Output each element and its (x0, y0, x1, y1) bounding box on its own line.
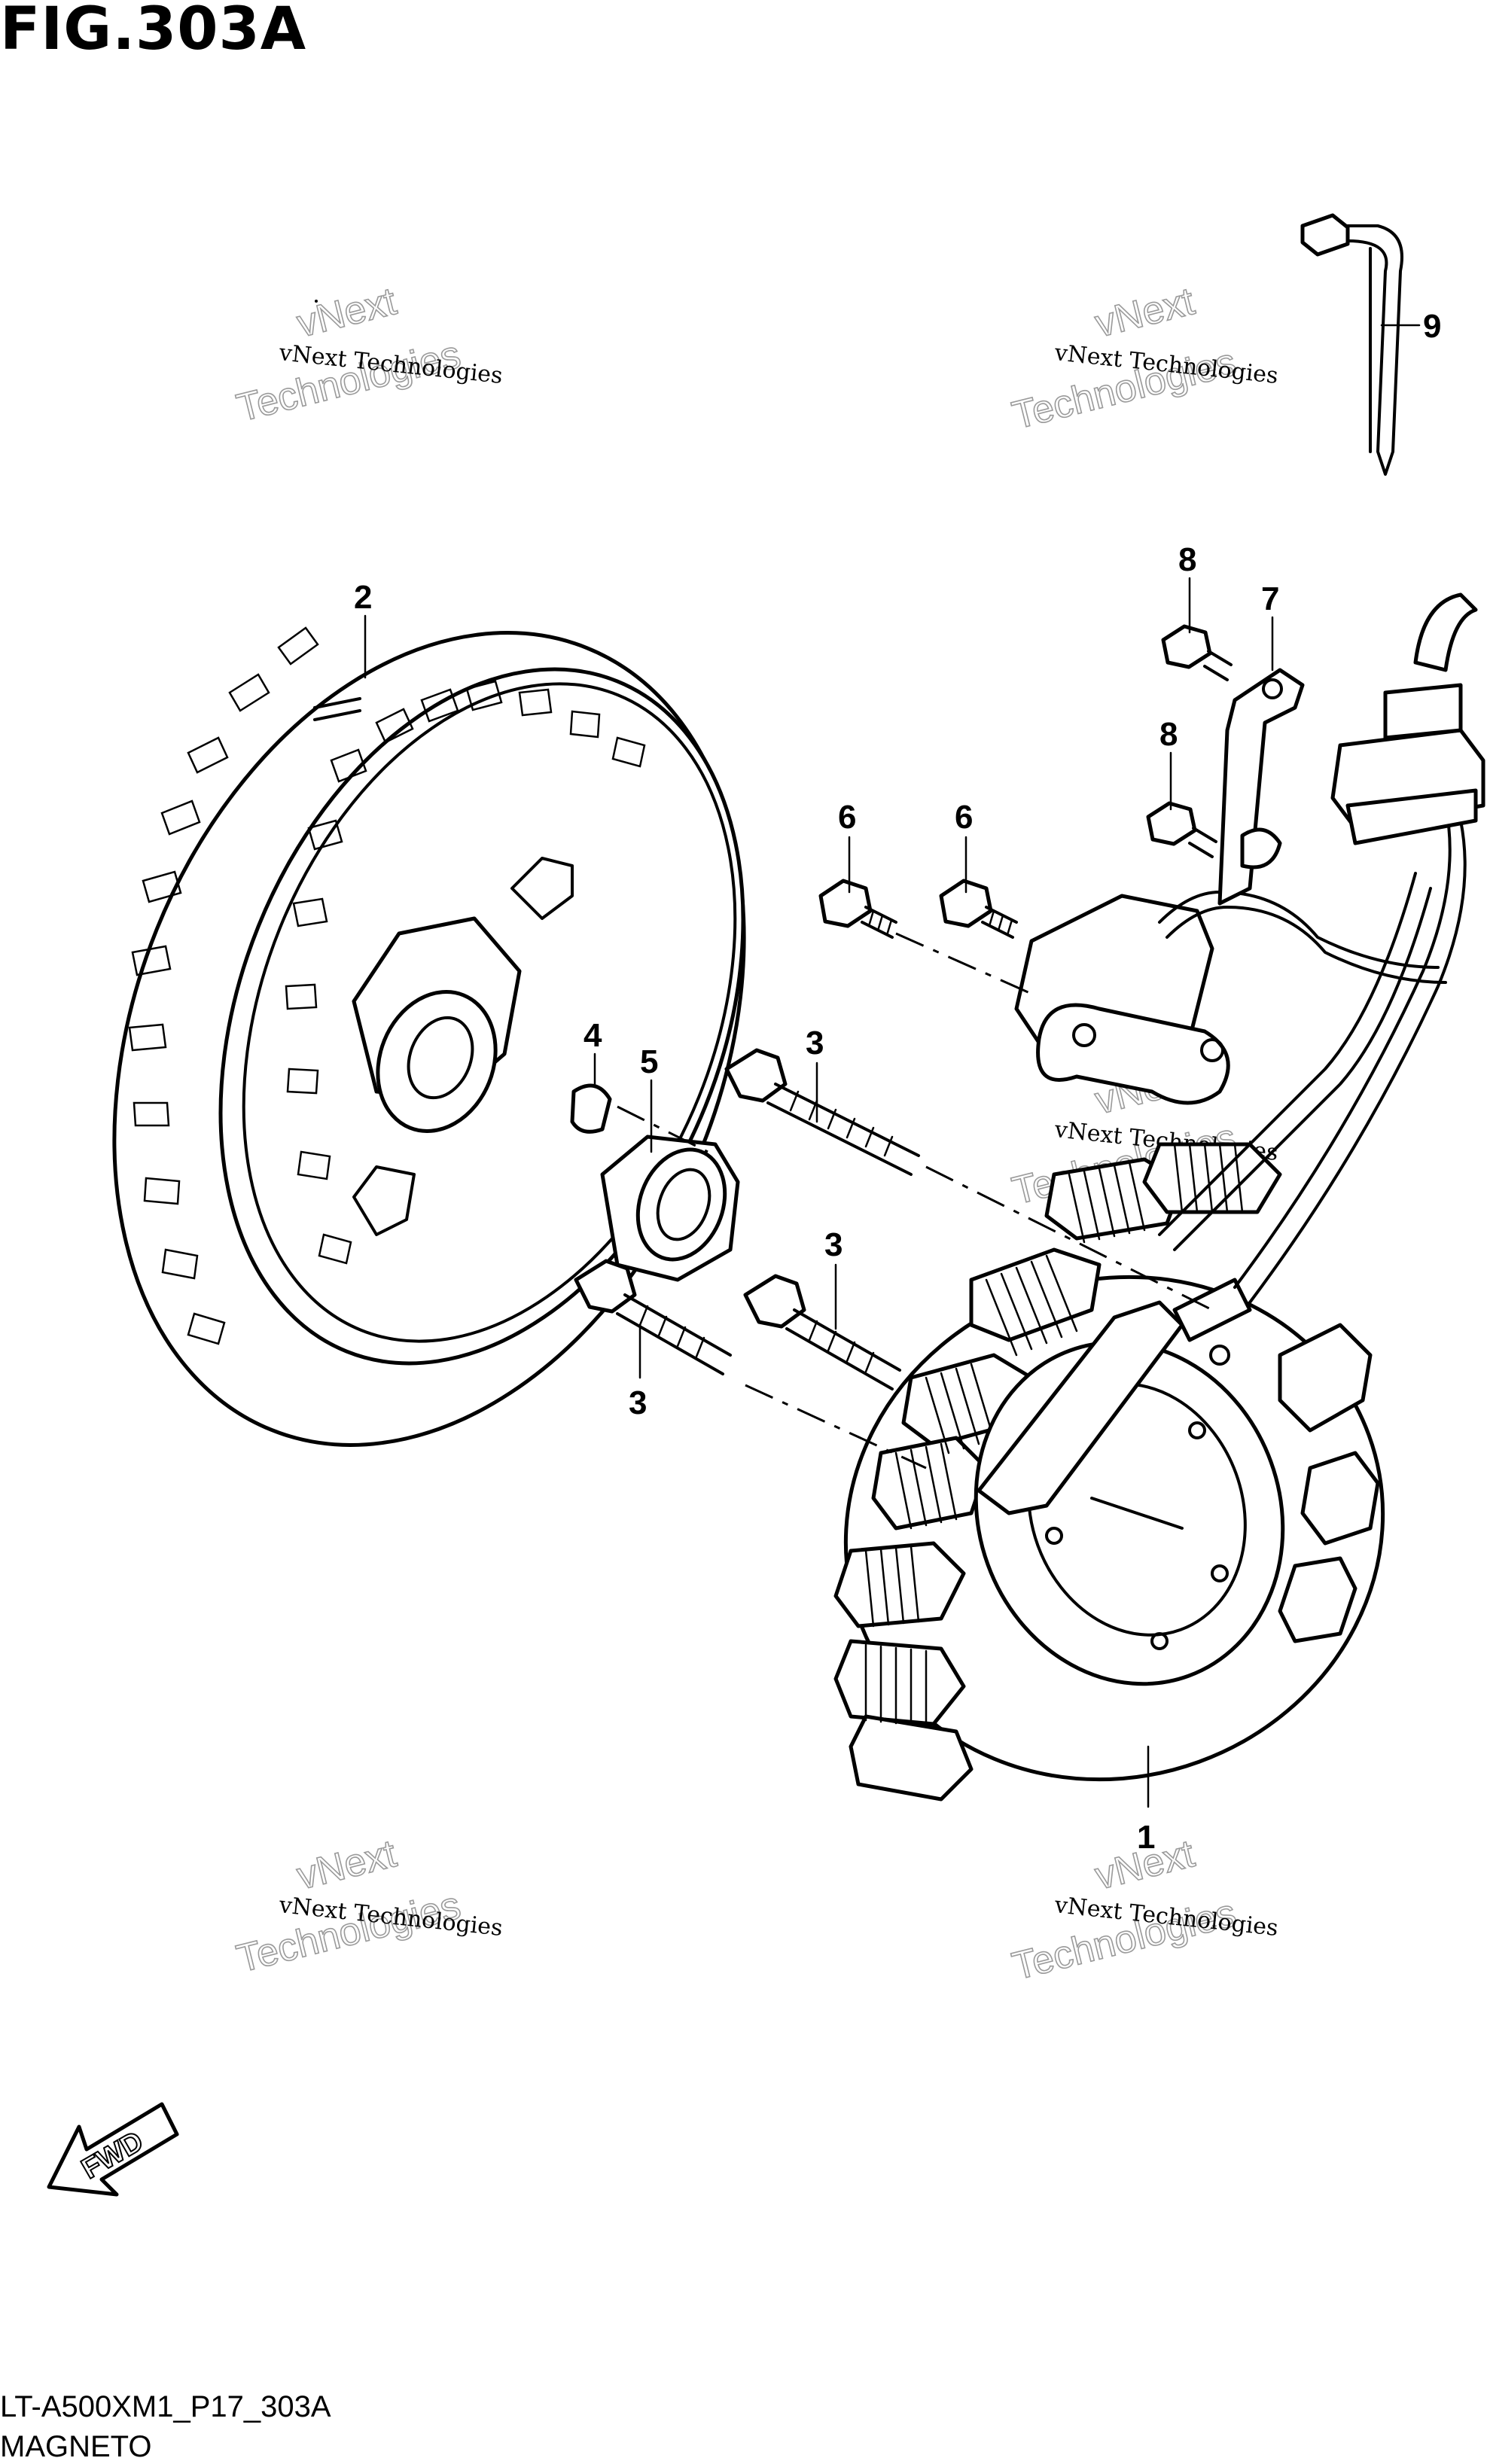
assembly-line-pickup (895, 932, 1032, 995)
woodruff-key (570, 1083, 612, 1134)
callout-9: 9 (1423, 308, 1441, 345)
wire-harness-lead (1300, 213, 1403, 476)
fwd-direction-arrow: FWD (47, 2102, 179, 2197)
rotor-nut (600, 1135, 740, 1282)
svg-text:vNext: vNext (1091, 279, 1199, 346)
watermark-top-right: vNext Technologies vNext Technologies (1007, 279, 1279, 438)
callout-8b: 8 (1159, 716, 1178, 753)
assembly-line-bolt-upper (925, 1165, 1213, 1311)
callout-2: 2 (354, 579, 372, 616)
pickup-screw-left (818, 879, 897, 939)
callout-1: 1 (1137, 1819, 1155, 1856)
stator-bolt-lower-left (574, 1259, 732, 1375)
callout-6a: 6 (838, 799, 856, 836)
figure-code: LT-A500XM1_P17_303A (0, 2390, 331, 2423)
stator-bolt-lower-right (743, 1274, 901, 1390)
section-name: MAGNETO (0, 2430, 152, 2463)
callout-4: 4 (584, 1017, 602, 1054)
stator-coil (833, 1142, 1385, 1802)
callout-7: 7 (1261, 580, 1279, 617)
stator-lead-wire (1158, 804, 1467, 1304)
leader-lines (364, 324, 1421, 1808)
figure-title: FIG.303A (0, 0, 307, 63)
callout-6b: 6 (955, 799, 973, 836)
pickup-coil (1014, 891, 1447, 1105)
wiring-grommet (1330, 592, 1485, 845)
callout-3a: 3 (806, 1025, 824, 1061)
assembly-line-key (617, 1105, 708, 1153)
stator-bolt-upper (724, 1048, 920, 1176)
assembly-line-bolt-lower (745, 1384, 927, 1470)
callout-3c: 3 (629, 1384, 647, 1421)
clamp-bolt-lower (1146, 801, 1217, 858)
svg-text:vNext: vNext (293, 1832, 401, 1899)
watermark-bottom-left: vNext Technologies vNext Technologies (232, 1831, 504, 1981)
clamp-bolt-upper (1161, 624, 1233, 681)
callout-5: 5 (640, 1043, 658, 1080)
callout-3b: 3 (824, 1226, 843, 1263)
watermark-top-left: vNext Technologies vNext Technologies (232, 279, 504, 431)
svg-text:vNext: vNext (293, 279, 401, 346)
callout-8a: 8 (1178, 541, 1196, 578)
pickup-screw-right (939, 879, 1018, 939)
wire-clamp (1217, 668, 1305, 906)
